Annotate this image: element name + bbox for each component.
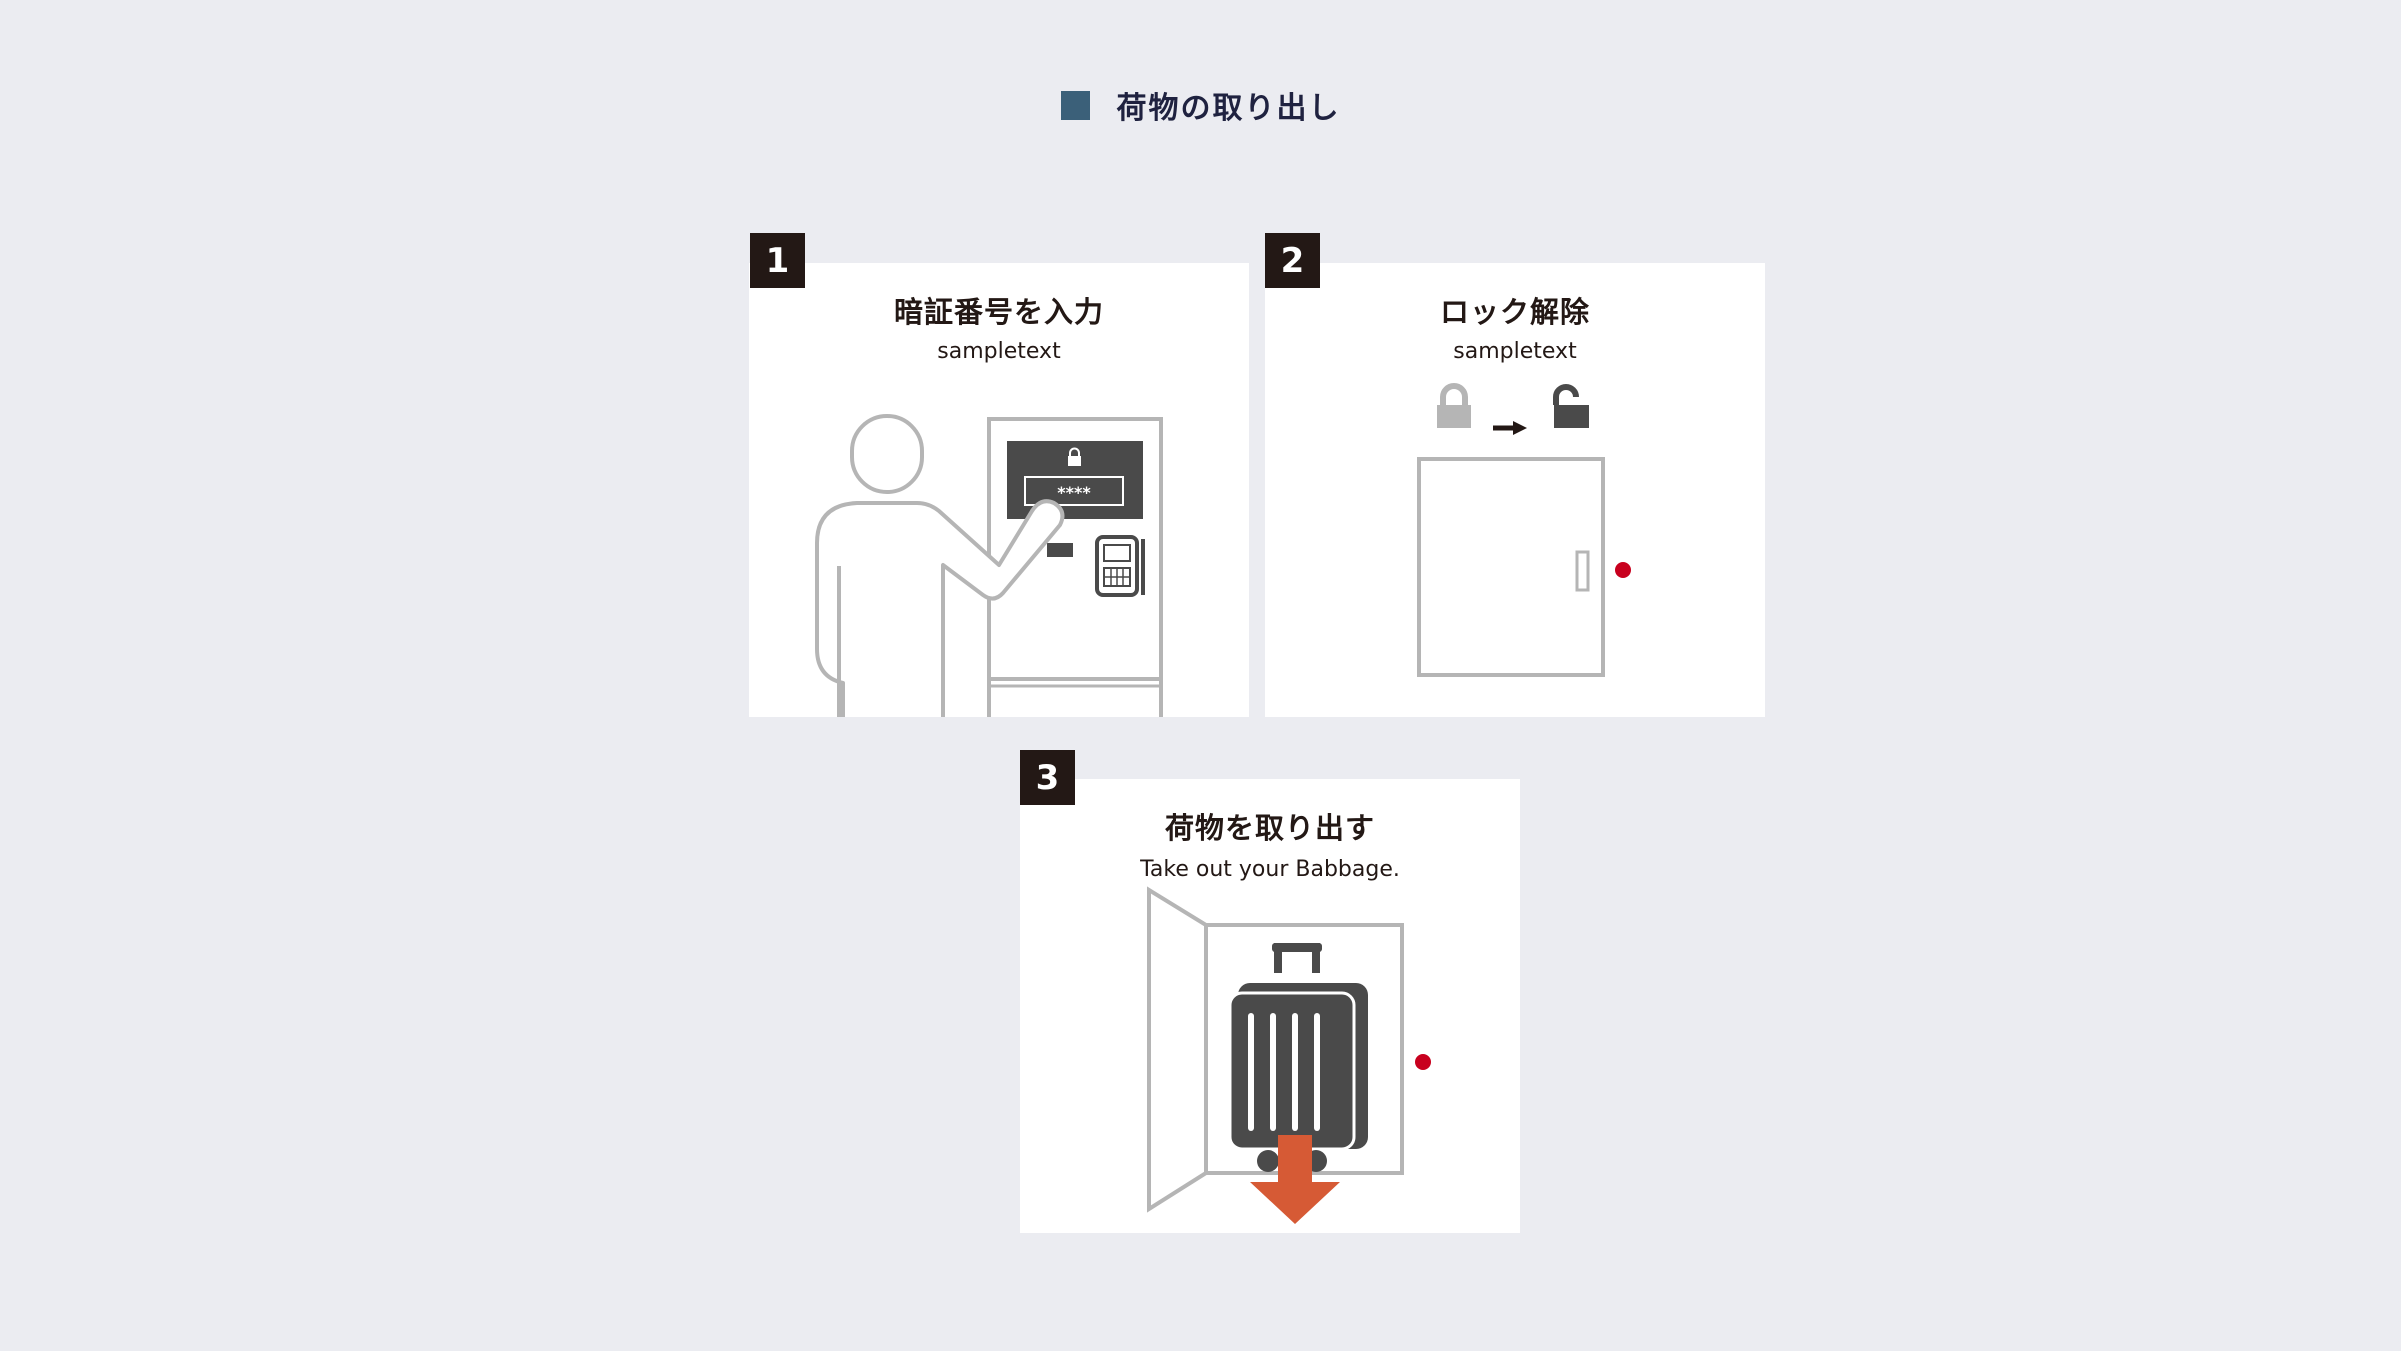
card-slot [1047, 543, 1073, 557]
arrow-right-icon [1493, 421, 1527, 435]
step-1-badge: 1 [750, 233, 805, 288]
locked-padlock-icon [1437, 383, 1471, 428]
arrow-down-icon [1250, 1135, 1340, 1224]
pin-field [1024, 476, 1124, 506]
header-marker-icon [1060, 90, 1090, 120]
unlock-illustration [1417, 383, 1631, 677]
keypad-icon [1095, 535, 1145, 597]
step-1-title: 暗証番号を入力 [893, 295, 1104, 329]
indicator-light [1415, 1054, 1431, 1070]
step-3-subtitle: Take out your Babbage. [1140, 857, 1400, 882]
page-header: 荷物の取り出し [0, 83, 2401, 127]
step-3-badge: 3 [1020, 750, 1075, 805]
pin-entry-illustration: **** [815, 414, 1163, 717]
take-out-illustration [1147, 886, 1431, 1224]
step-2-title: ロック解除 [1439, 295, 1590, 329]
page-title: 荷物の取り出し [1116, 91, 1341, 126]
locker-terminal [987, 417, 1163, 681]
step-3-title: 荷物を取り出す [1164, 811, 1375, 845]
step-2-badge: 2 [1265, 233, 1320, 288]
step-1-subtitle: sampletext [937, 339, 1061, 364]
indicator-light [1615, 562, 1631, 578]
step-card-1: 暗証番号を入力 sampletext **** [749, 263, 1249, 717]
person-icon [815, 414, 1065, 717]
step-card-2: ロック解除 sampletext [1265, 263, 1765, 717]
suitcase-icon [1228, 943, 1368, 1172]
step-2-subtitle: sampletext [1453, 339, 1577, 364]
open-door [1147, 886, 1208, 1213]
lock-icon [1068, 447, 1081, 466]
locker-door [1417, 457, 1605, 677]
pin-mask-text: **** [1057, 483, 1091, 502]
step-card-3: 荷物を取り出す Take out your Babbage. [1020, 779, 1520, 1233]
unlocked-padlock-icon [1553, 384, 1589, 428]
door-handle [1575, 550, 1590, 592]
